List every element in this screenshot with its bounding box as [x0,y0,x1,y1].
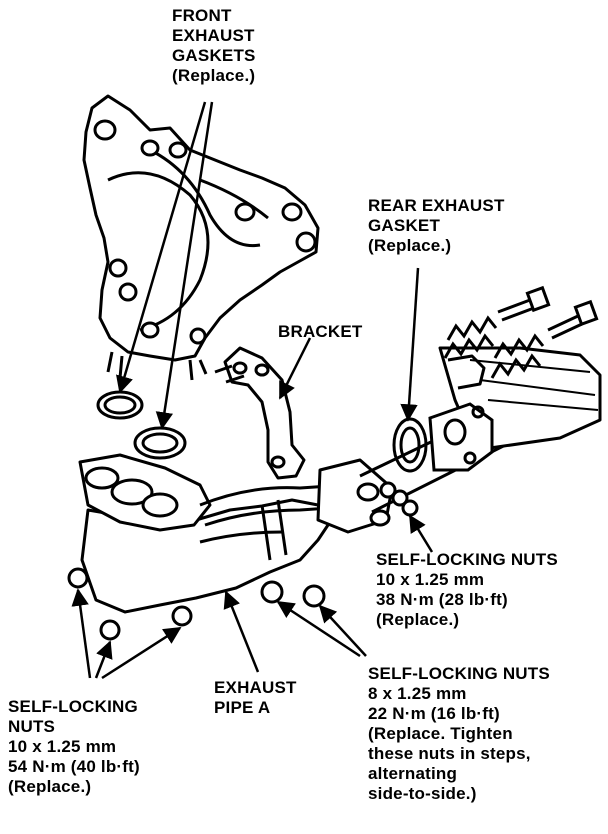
leader-lines [71,101,434,680]
label-self-locking-nuts-22nm: SELF-LOCKING NUTS 8 x 1.25 mm 22 N·m (16… [368,664,550,803]
exhaust-manifold [82,94,320,381]
label-bracket: BRACKET [278,322,363,341]
label-exhaust-pipe-a: EXHAUST PIPE A [214,678,297,717]
label-self-locking-nuts-38nm: SELF-LOCKING NUTS 10 x 1.25 mm 38 N·m (2… [376,550,558,629]
label-self-locking-nuts-54nm: SELF-LOCKING NUTS 10 x 1.25 mm 54 N·m (4… [8,697,140,796]
label-rear-exhaust-gasket: REAR EXHAUST GASKET (Replace.) [368,196,505,255]
front-exhaust-gaskets [96,390,187,460]
rear-exhaust-gasket [392,402,494,473]
label-front-exhaust-gaskets: FRONT EXHAUST GASKETS (Replace.) [172,6,256,85]
exhaust-pipe-a [78,378,576,614]
springs-and-bolts [443,285,599,379]
bracket [214,346,306,480]
